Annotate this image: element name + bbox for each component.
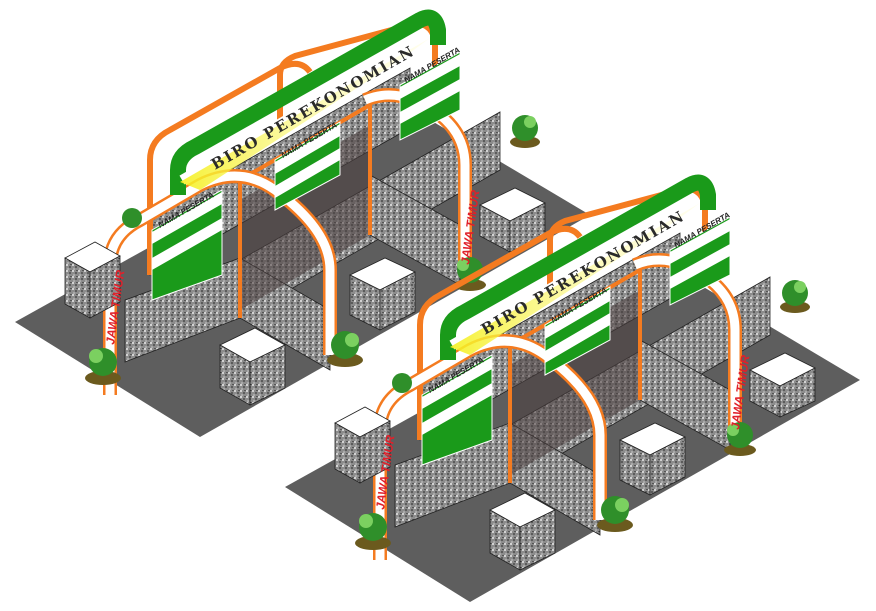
booth-illustration: BIRO PEREKONOMIAN NAMA PESERTA NAMA PESE… xyxy=(0,0,876,611)
